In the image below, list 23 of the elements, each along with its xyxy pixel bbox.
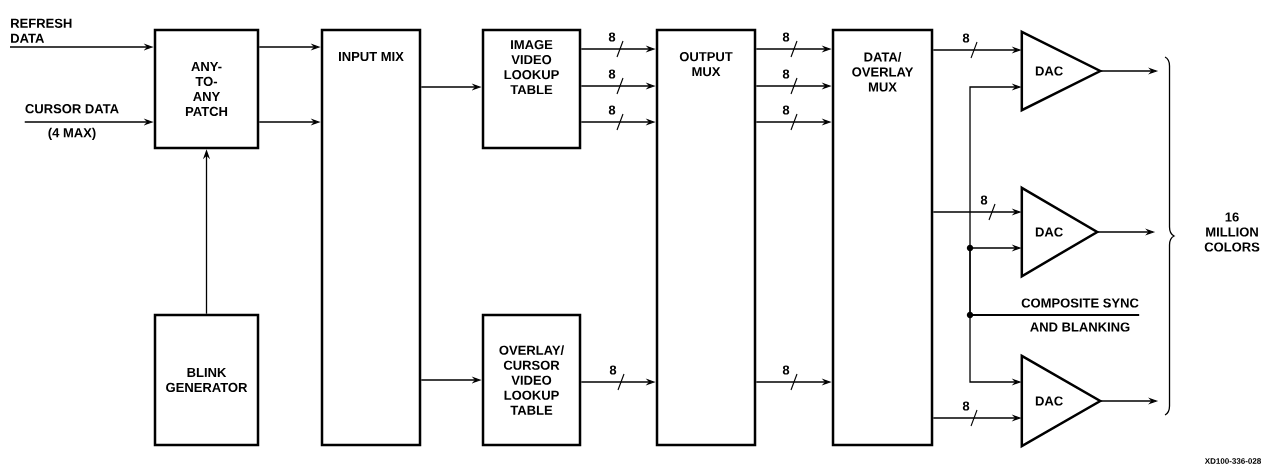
signal-label: REFRESH DATA [11,18,72,43]
edge-label: 8 [980,195,988,205]
edge-label: 8 [962,401,970,411]
signal-label: CURSOR DATA (4 MAX) [25,104,119,140]
block-box: DATA/OVERLAY MUX [831,28,934,447]
edge-label: 8 [608,69,616,79]
figure-code: XD100-336-028 [1204,458,1261,464]
output-label: 16 MILLION COLORS [1204,212,1260,252]
block-box: OVERLAY/CURSOR VIDEO LOOKUP TABLE [481,313,582,447]
edge-label: 8 [608,105,616,115]
block-box: ANY-TO-ANY PATCH [153,28,260,150]
edge-label: 8 [609,365,617,375]
edge-label: 8 [608,32,616,42]
block-box: IMAGE VIDEO LOOKUP TABLE [481,28,582,150]
edge-label: 8 [782,69,790,79]
signal-label: COMPOSITE SYNC AND BLANKING [1021,298,1139,332]
block-box: BLINK GENERATOR [153,313,260,447]
edge-label: 8 [782,105,790,115]
block-box: INPUT MIX [320,28,422,447]
block-box: OUTPUT MUX [655,28,757,447]
edge-label: 8 [962,33,970,43]
edge-label: 8 [782,32,790,42]
edge-label: 8 [782,365,790,375]
